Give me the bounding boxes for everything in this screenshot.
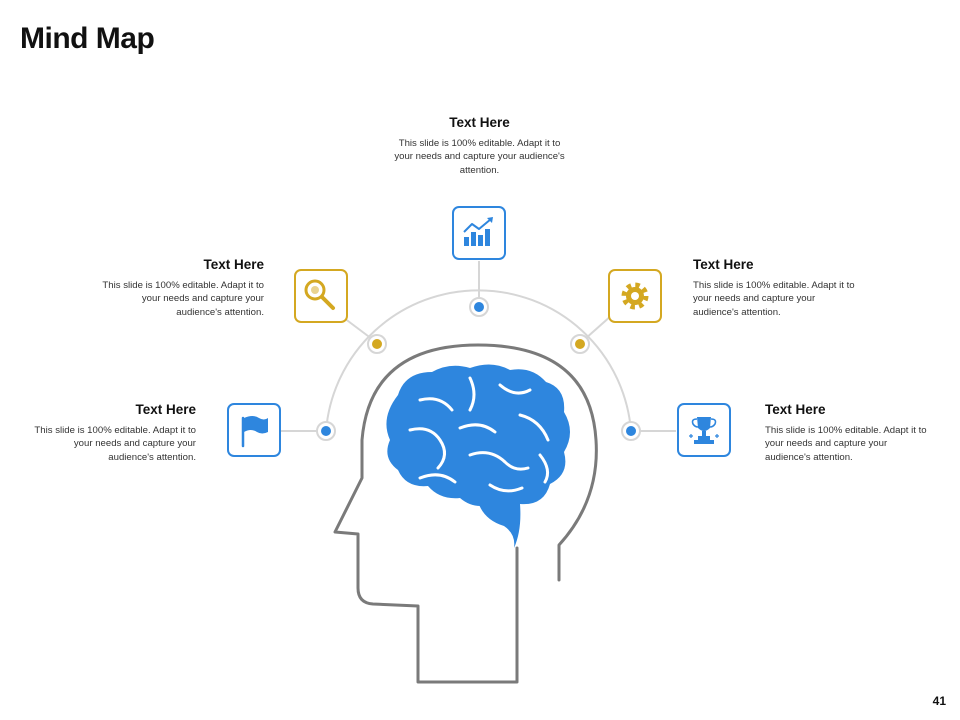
node-heading: Text Here: [203, 257, 264, 272]
arc-node-trophy: [621, 421, 641, 441]
node-text-chart: Text Here This slide is 100% editable. A…: [392, 115, 567, 177]
arc-node-gear: [570, 334, 590, 354]
node-text-trophy: Text Here This slide is 100% editable. A…: [765, 402, 935, 464]
page-title: Mind Map: [20, 22, 155, 55]
arc-node-flag: [316, 421, 336, 441]
node-body: This slide is 100% editable. Adapt it to…: [102, 280, 264, 318]
arc-node-chart: [469, 297, 489, 317]
node-body: This slide is 100% editable. Adapt it to…: [693, 280, 855, 318]
node-heading: Text Here: [449, 115, 510, 130]
node-body: This slide is 100% editable. Adapt it to…: [765, 425, 927, 463]
magnifier-icon: [304, 279, 335, 310]
node-text-gear: Text Here This slide is 100% editable. A…: [693, 257, 863, 319]
flag-box: [227, 403, 281, 457]
page-number: 41: [932, 694, 946, 708]
bar-chart-box: [452, 206, 506, 260]
gear-icon: [621, 282, 649, 310]
node-heading: Text Here: [693, 257, 754, 272]
node-body: This slide is 100% editable. Adapt it to…: [394, 138, 565, 176]
brain-icon: [386, 364, 570, 548]
flag-icon: [241, 416, 268, 448]
trophy-box: [677, 403, 731, 457]
node-heading: Text Here: [765, 402, 826, 417]
magnifier-box: [294, 269, 348, 323]
node-text-flag: Text Here This slide is 100% editable. A…: [30, 402, 196, 464]
bar-chart-icon: [463, 217, 493, 246]
gear-box: [608, 269, 662, 323]
node-body: This slide is 100% editable. Adapt it to…: [34, 425, 196, 463]
arc-node-magnifier: [367, 334, 387, 354]
head-outline: [333, 343, 598, 684]
connector-line-gear: [584, 314, 613, 340]
trophy-icon: [689, 417, 719, 444]
node-text-magnifier: Text Here This slide is 100% editable. A…: [98, 257, 264, 319]
node-heading: Text Here: [135, 402, 196, 417]
